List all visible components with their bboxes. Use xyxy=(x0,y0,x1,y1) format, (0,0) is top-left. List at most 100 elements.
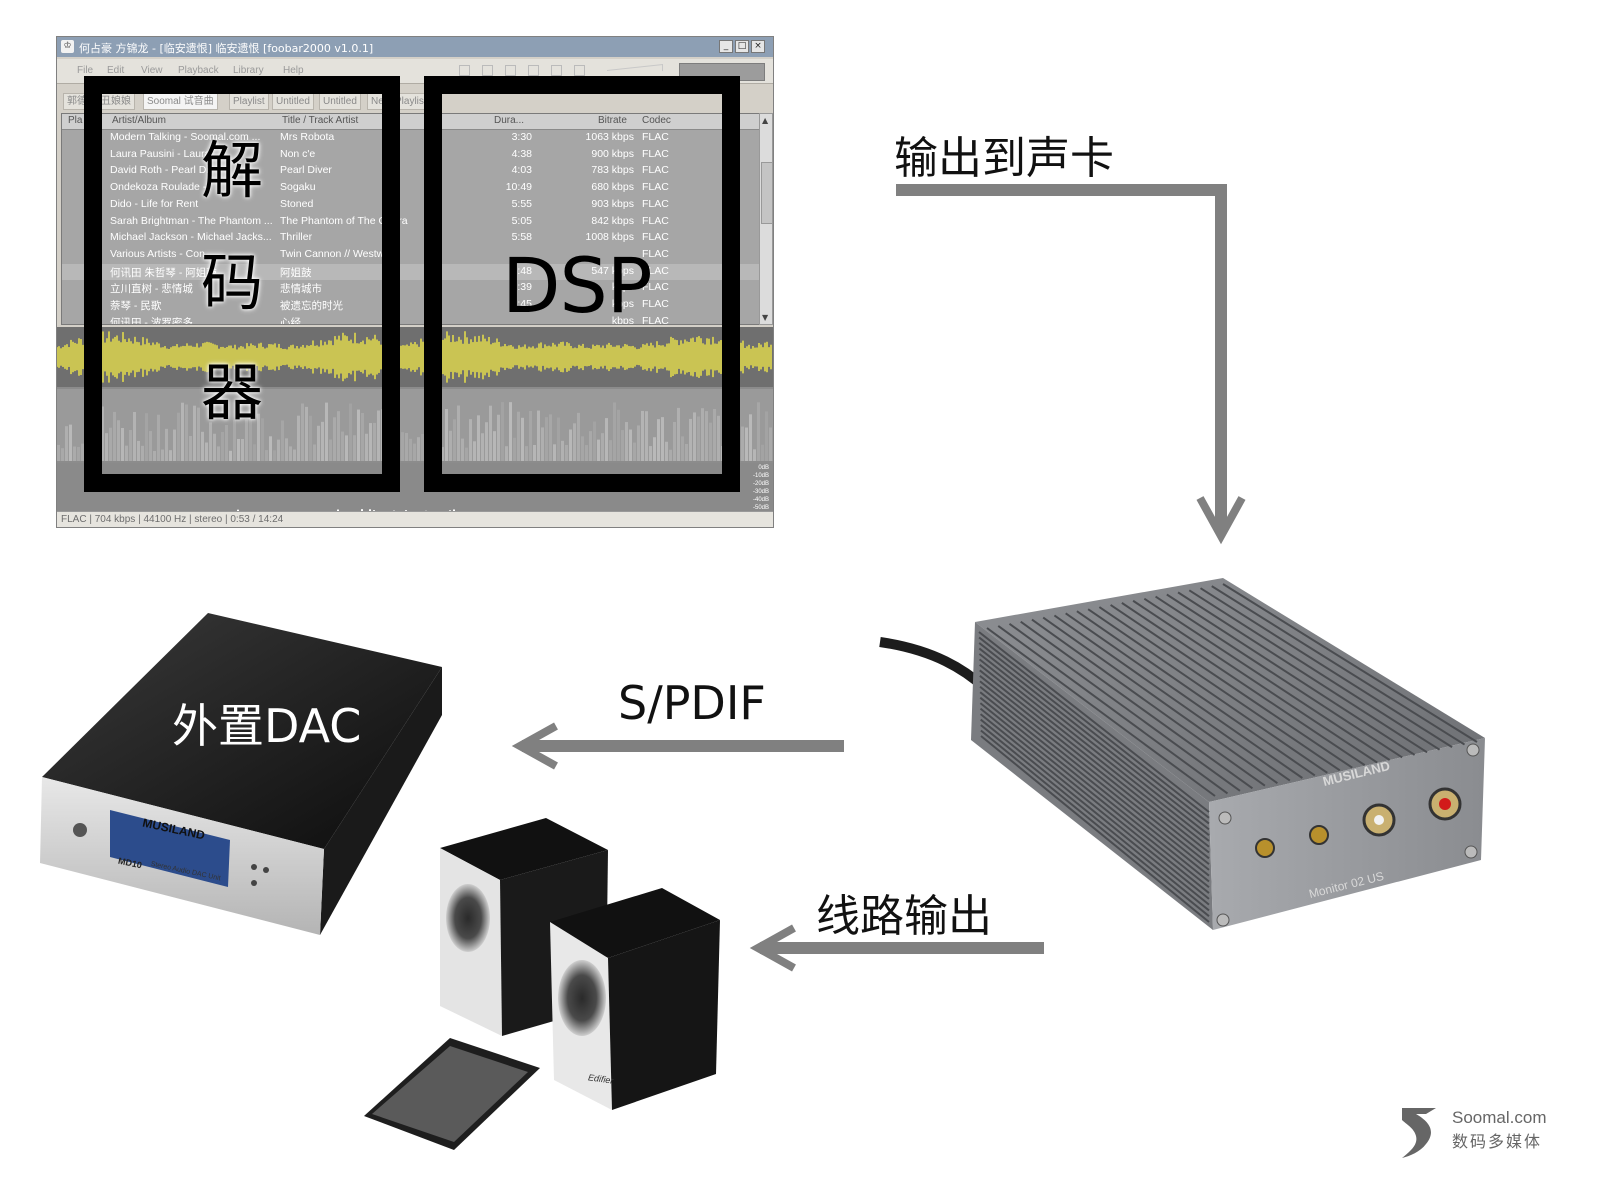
title-cell: Pearl Diver xyxy=(280,164,332,177)
spectrogram-column xyxy=(629,429,632,461)
spectrogram-column xyxy=(141,445,144,461)
spectrogram-column xyxy=(173,429,176,461)
heatsink-fin xyxy=(1188,589,1441,751)
menu-help[interactable]: Help xyxy=(283,65,304,76)
codec-cell: FLAC xyxy=(642,247,669,260)
menu-library[interactable]: Library xyxy=(233,65,264,76)
spectrogram-column xyxy=(77,446,80,461)
spectrogram-column xyxy=(117,420,120,461)
previous-button[interactable] xyxy=(528,65,539,76)
table-row[interactable]: Sarah Brightman - The Phantom ...The Pha… xyxy=(62,214,760,231)
spectrogram-column xyxy=(493,431,496,461)
col-playing[interactable]: Pla xyxy=(68,115,83,126)
spectrogram-column xyxy=(701,408,704,461)
heatsink-fin xyxy=(978,653,1210,836)
playlist-scrollbar[interactable]: ▲ ▼ xyxy=(759,113,773,325)
menu-view[interactable]: View xyxy=(141,65,163,76)
menu-file[interactable]: File xyxy=(77,65,94,76)
pause-button[interactable] xyxy=(505,65,516,76)
heatsink-fin xyxy=(978,631,1210,813)
spectrogram-column xyxy=(581,436,584,461)
col-title[interactable]: Title / Track Artist xyxy=(282,115,359,126)
col-codec[interactable]: Codec xyxy=(642,115,671,126)
duration-cell: 5:58 xyxy=(511,231,532,244)
spectrogram-column xyxy=(481,433,484,461)
spectrogram-column xyxy=(145,413,148,461)
artist-cell: Modern Talking - Soomal.com ... xyxy=(110,131,261,143)
title-cell: 阿姐鼓 xyxy=(280,266,312,279)
spectrogram-column xyxy=(553,444,556,461)
column-header: Pla Artist/Album Title / Track Artist Du… xyxy=(62,114,760,130)
col-bitrate[interactable]: Bitrate xyxy=(598,115,627,126)
spectrogram-column xyxy=(345,435,348,461)
spectrogram-column xyxy=(217,446,220,461)
heatsink-fin xyxy=(1222,583,1478,743)
minimize-button[interactable]: _ xyxy=(719,40,733,53)
spectrogram-column xyxy=(457,405,460,461)
spectrogram-column xyxy=(465,447,468,461)
decoder-label-char: 解 xyxy=(201,134,264,207)
title-bar: ♔ 何占豪 方锦龙 - [临安遗恨] 临安遗恨 [foobar2000 v1.0… xyxy=(57,37,773,57)
table-row[interactable]: Michael Jackson - Michael Jacks...Thrill… xyxy=(62,230,760,247)
spectrogram-column xyxy=(337,411,340,461)
artist-cell: Ondekoza Roulade - xyxy=(110,181,207,194)
arrow-to-soundcard-head xyxy=(1196,496,1246,545)
spectrogram-column xyxy=(237,438,240,461)
soundcard-top-panel xyxy=(975,578,1485,802)
dac-side-panel xyxy=(320,667,442,935)
usb-cable xyxy=(879,637,989,692)
spectrogram-column xyxy=(221,431,224,461)
col-duration[interactable]: Dura... xyxy=(494,115,525,126)
heatsink-fin xyxy=(978,642,1210,825)
arrow-to-soundcard xyxy=(896,184,1227,530)
scroll-thumb[interactable] xyxy=(761,162,773,224)
random-button[interactable] xyxy=(574,65,585,76)
codec-cell: FLAC xyxy=(642,264,669,277)
codec-cell: FLAC xyxy=(642,164,669,177)
spectrogram-column xyxy=(253,444,256,461)
db-label: 0dB xyxy=(758,465,769,471)
close-button[interactable]: × xyxy=(751,40,765,53)
scroll-up-icon[interactable]: ▲ xyxy=(762,116,769,125)
spectrogram-column xyxy=(681,436,684,461)
table-row[interactable]: Modern Talking - Soomal.com ... Mrs Robot… xyxy=(62,130,760,147)
maximize-button[interactable]: □ xyxy=(735,40,749,53)
spectrogram-column xyxy=(121,427,124,461)
playlist-view[interactable]: Pla Artist/Album Title / Track Artist Du… xyxy=(61,113,761,325)
spectrogram-column xyxy=(305,406,308,461)
play-button[interactable] xyxy=(482,65,493,76)
title-cell: The Phantom of The Opera xyxy=(280,214,408,227)
scroll-down-icon[interactable]: ▼ xyxy=(762,313,769,322)
menu-edit[interactable]: Edit xyxy=(107,65,125,76)
spectrogram-column xyxy=(309,415,312,461)
stop-button[interactable] xyxy=(459,65,470,76)
heatsink-fin xyxy=(979,664,1210,848)
col-artist-album[interactable]: Artist/Album xyxy=(112,115,166,126)
spectrogram-column xyxy=(709,422,712,461)
spectrogram-column xyxy=(537,410,540,461)
next-button[interactable] xyxy=(551,65,562,76)
spectrogram-column xyxy=(597,439,600,461)
title-cell: Stoned xyxy=(280,197,314,210)
spectrogram-column xyxy=(573,423,576,461)
speaker-left-woofer-icon xyxy=(446,884,490,952)
sound-card-device xyxy=(879,578,1485,930)
arrow-spdif-head xyxy=(511,722,558,770)
spectrogram-column xyxy=(565,445,568,461)
spectrogram-column xyxy=(365,433,368,461)
title-cell: Mrs Robota xyxy=(280,131,335,143)
menu-playback[interactable]: Playback xyxy=(178,65,219,76)
waveform-seekbar[interactable] xyxy=(57,327,773,387)
spectrogram-column xyxy=(521,417,524,461)
spectrogram-column xyxy=(73,446,76,461)
spectrogram-column xyxy=(313,444,316,461)
